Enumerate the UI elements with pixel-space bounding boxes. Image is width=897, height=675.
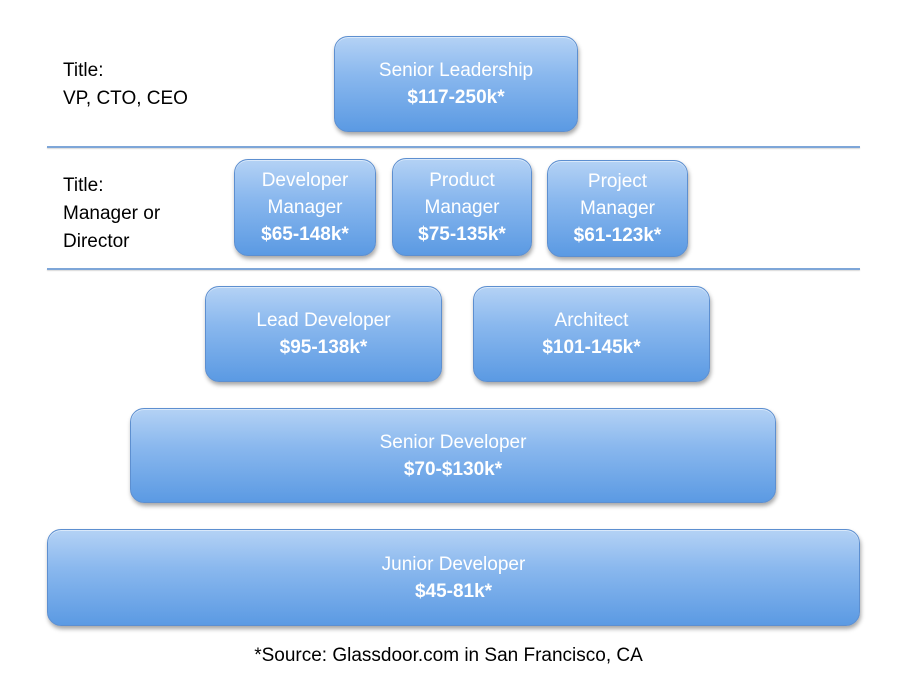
architect-name: Architect [554, 310, 629, 331]
architect-salary: $101-145k* [542, 337, 641, 358]
divider-lower [47, 268, 860, 270]
senior-leadership-salary: $117-250k* [407, 87, 505, 108]
lead-developer-salary: $95-138k* [279, 337, 368, 358]
product-manager-name-line2: Manager [424, 196, 500, 218]
mgmt-title-line2: Manager or [63, 203, 161, 224]
mgmt-title-line3: Director [63, 231, 130, 252]
lead-developer-box: Lead Developer $95-138k* [205, 286, 442, 382]
product-manager-box: Product Manager $75-135k* [392, 158, 532, 256]
product-manager-name-line1: Product [429, 169, 495, 191]
project-manager-salary: $61-123k* [573, 225, 662, 246]
developer-manager-name-line2: Manager [267, 197, 343, 218]
product-manager-salary: $75-135k* [418, 223, 506, 245]
senior-leadership-name: Senior Leadership [378, 60, 534, 81]
exec-title-line1: Title: [63, 60, 104, 81]
developer-manager-box: Developer Manager $65-148k* [234, 159, 376, 256]
senior-developer-name: Senior Developer [379, 431, 527, 453]
mgmt-title-line1: Title: [63, 175, 104, 196]
divider-upper [47, 146, 860, 148]
architect-box: Architect $101-145k* [473, 286, 710, 382]
developer-manager-name-line1: Developer [261, 170, 349, 191]
junior-developer-salary: $45-81k* [414, 580, 493, 602]
exec-title-line2: VP, CTO, CEO [63, 88, 188, 109]
exec-title-label: Title: VP, CTO, CEO [63, 57, 188, 113]
lead-developer-name: Lead Developer [256, 310, 391, 331]
developer-manager-salary: $65-148k* [261, 224, 349, 245]
project-manager-name-line2: Manager [580, 198, 655, 219]
senior-developer-salary: $70-$130k* [403, 458, 503, 480]
project-manager-box: Project Manager $61-123k* [547, 160, 688, 257]
junior-developer-box: Junior Developer $45-81k* [47, 529, 860, 626]
mgmt-title-label: Title: Manager or Director [63, 172, 160, 256]
source-footnote: *Source: Glassdoor.com in San Francisco,… [254, 645, 643, 666]
junior-developer-name: Junior Developer [381, 553, 526, 575]
senior-developer-box: Senior Developer $70-$130k* [130, 408, 776, 503]
project-manager-name-line1: Project [587, 171, 648, 192]
senior-leadership-box: Senior Leadership $117-250k* [334, 36, 578, 132]
